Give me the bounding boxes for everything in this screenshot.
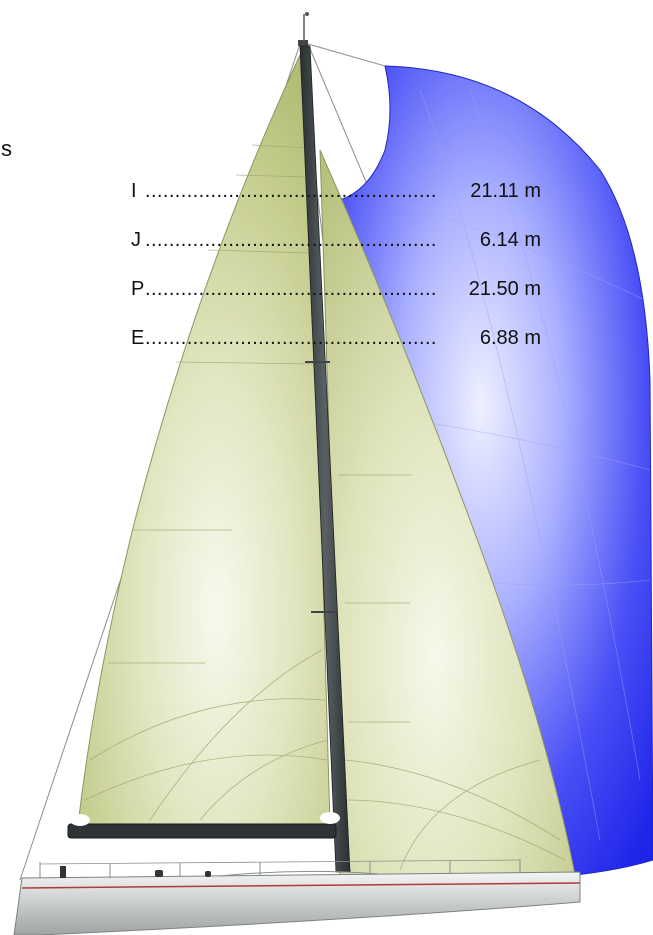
dimension-row-p: P ......................................… [131, 276, 541, 303]
dimension-label: J [131, 229, 141, 251]
dimension-value: 6.88 m [479, 327, 541, 349]
dimension-label: P [131, 278, 145, 300]
sail-dimensions-table: I ......................................… [131, 178, 541, 374]
dimension-value: 6.14 m [479, 229, 541, 251]
dimension-row-i: I ......................................… [131, 178, 541, 205]
dimension-leader-dots: ........................................… [145, 327, 437, 349]
dimension-label: I [131, 180, 137, 202]
spinnaker-sail [339, 65, 653, 876]
dimension-leader-dots: ........................................… [145, 278, 437, 300]
dimension-row-e: E ......................................… [131, 325, 541, 352]
mainsail [77, 54, 331, 826]
dimension-value: 21.11 m [470, 180, 541, 202]
boom-icon [67, 812, 340, 839]
hull-icon [13, 859, 581, 935]
dimension-leader-dots: ........................................… [145, 180, 437, 202]
cropped-text-fragment: s [1, 136, 12, 161]
dimension-row-j: J ......................................… [131, 227, 541, 254]
dimension-value: 21.50 m [468, 278, 541, 300]
dimension-label: E [131, 327, 145, 349]
dimension-leader-dots: ........................................… [145, 229, 437, 251]
